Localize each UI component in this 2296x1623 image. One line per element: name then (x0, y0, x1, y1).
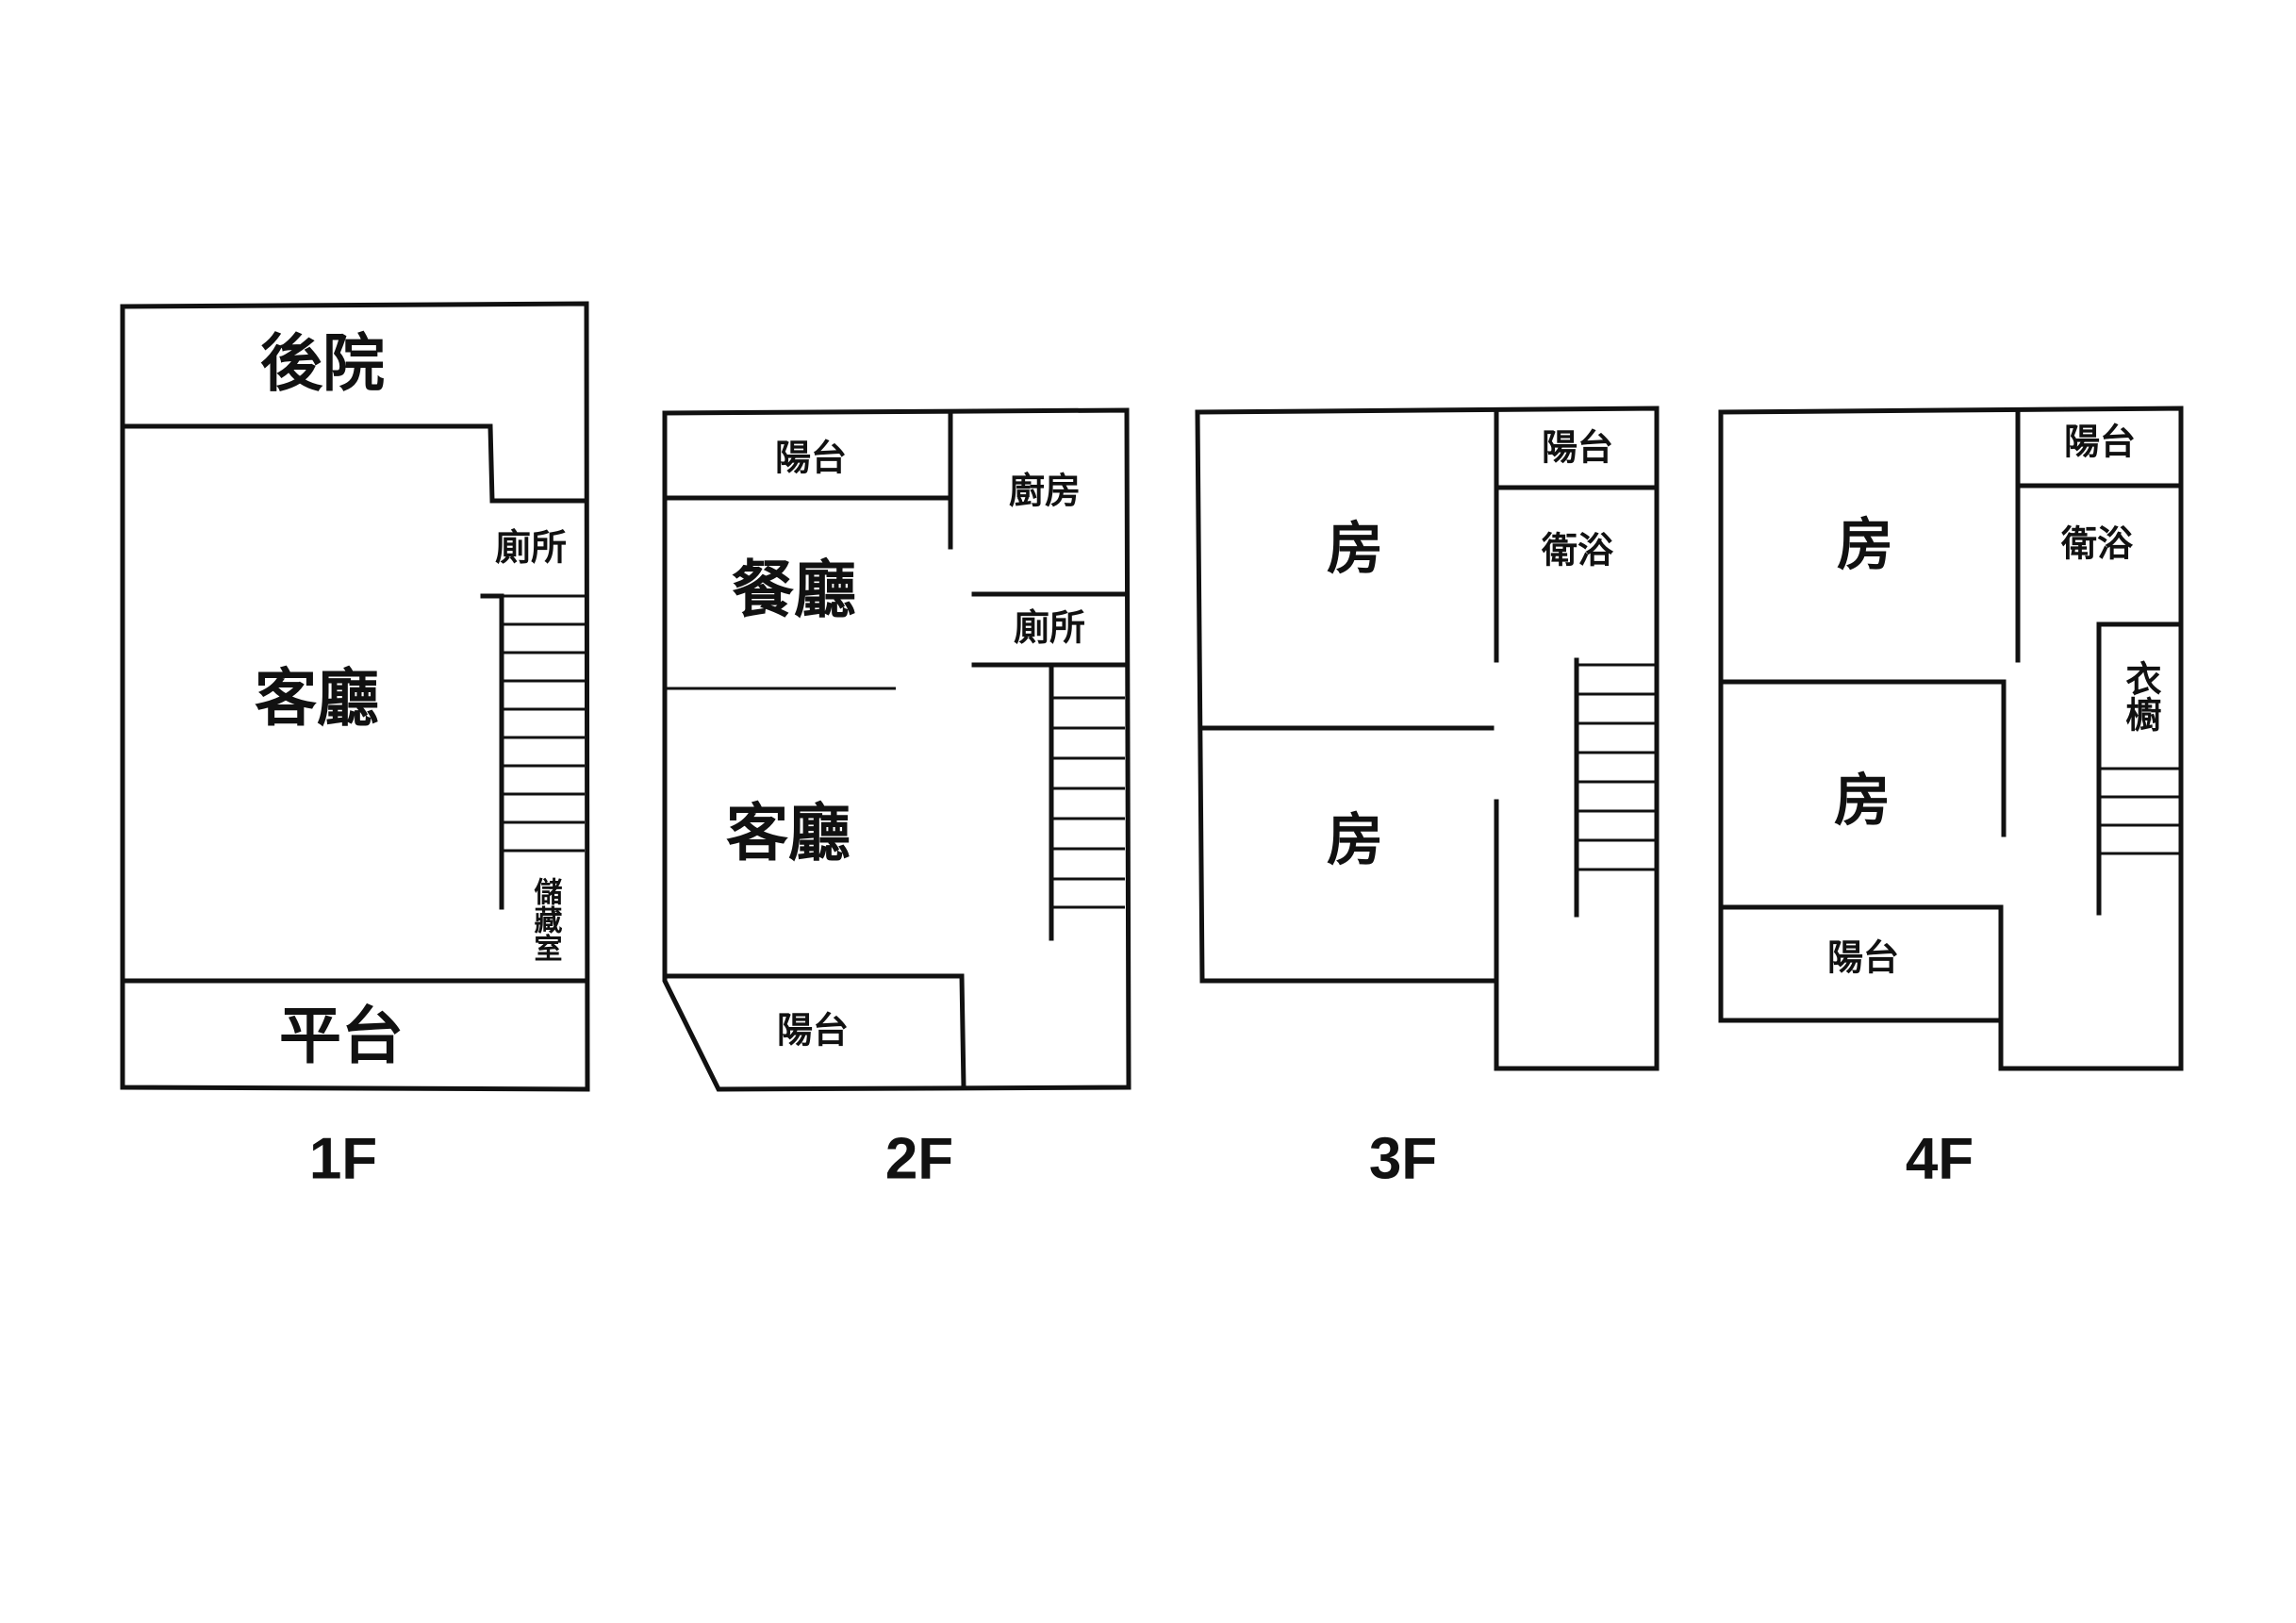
floor-label: 4F (1906, 1126, 1974, 1191)
room-label-balcony: 陽台 (2064, 422, 2136, 463)
floor-3f: 陽台 衛浴 房 房 3F (1195, 406, 1660, 1191)
floor-4f: 陽台 衛浴 房 衣櫥 房 陽台 4F (1718, 406, 2184, 1191)
floor-1f: 後院 客廳 廁所 儲藏室 平台 1F (120, 301, 590, 1191)
stair-wall (480, 593, 504, 910)
room-label-platform: 平台 (279, 1000, 404, 1072)
interior-wall (1718, 679, 2007, 837)
room-label-balcony: 陽台 (1827, 937, 1899, 979)
room-label-kitchen: 廚房 (1009, 471, 1081, 512)
room-label-room: 房 (1327, 808, 1383, 874)
room-label-room: 房 (1327, 517, 1383, 583)
staircase (1051, 696, 1125, 909)
interior-wall (120, 423, 589, 504)
interior-wall (1718, 904, 2004, 1023)
room-label-wardrobe: 衣櫥 (2120, 660, 2161, 733)
outer-wall (662, 407, 1131, 1092)
room-label-balcony: 陽台 (775, 438, 847, 479)
outer-wall (120, 301, 590, 1092)
room-label-bathroom: 衛浴 (1541, 530, 1614, 571)
room-label-balcony: 陽台 (777, 1010, 849, 1052)
staircase (502, 594, 585, 853)
room-label-room: 房 (1834, 769, 1891, 835)
wardrobe-wall (2096, 621, 2184, 916)
floor-label: 3F (1369, 1126, 1437, 1191)
room-label-backyard: 後院 (260, 327, 385, 400)
staircase (2099, 767, 2179, 855)
room-label-dining-room: 餐廳 (732, 554, 856, 626)
room-label-balcony: 陽台 (1542, 427, 1613, 469)
room-label-bathroom: 衛浴 (2060, 523, 2134, 565)
room-label-room: 房 (1837, 513, 1893, 579)
room-label-toilet: 廁所 (495, 527, 567, 569)
room-label-living-room: 客廳 (726, 797, 851, 869)
floor-2f: 陽台 廚房 餐廳 廁所 客廳 陽台 2F (662, 407, 1131, 1191)
room-label-living-room: 客廳 (255, 662, 379, 735)
outer-wall (1195, 406, 1660, 1071)
room-label-storage: 儲藏室 (529, 877, 563, 962)
interior-wall (662, 973, 966, 1090)
room-label-toilet: 廁所 (1014, 607, 1085, 649)
floor-label: 1F (309, 1126, 377, 1191)
outer-wall (1718, 406, 2184, 1071)
staircase (1577, 663, 1655, 871)
floor-label: 2F (885, 1126, 953, 1191)
